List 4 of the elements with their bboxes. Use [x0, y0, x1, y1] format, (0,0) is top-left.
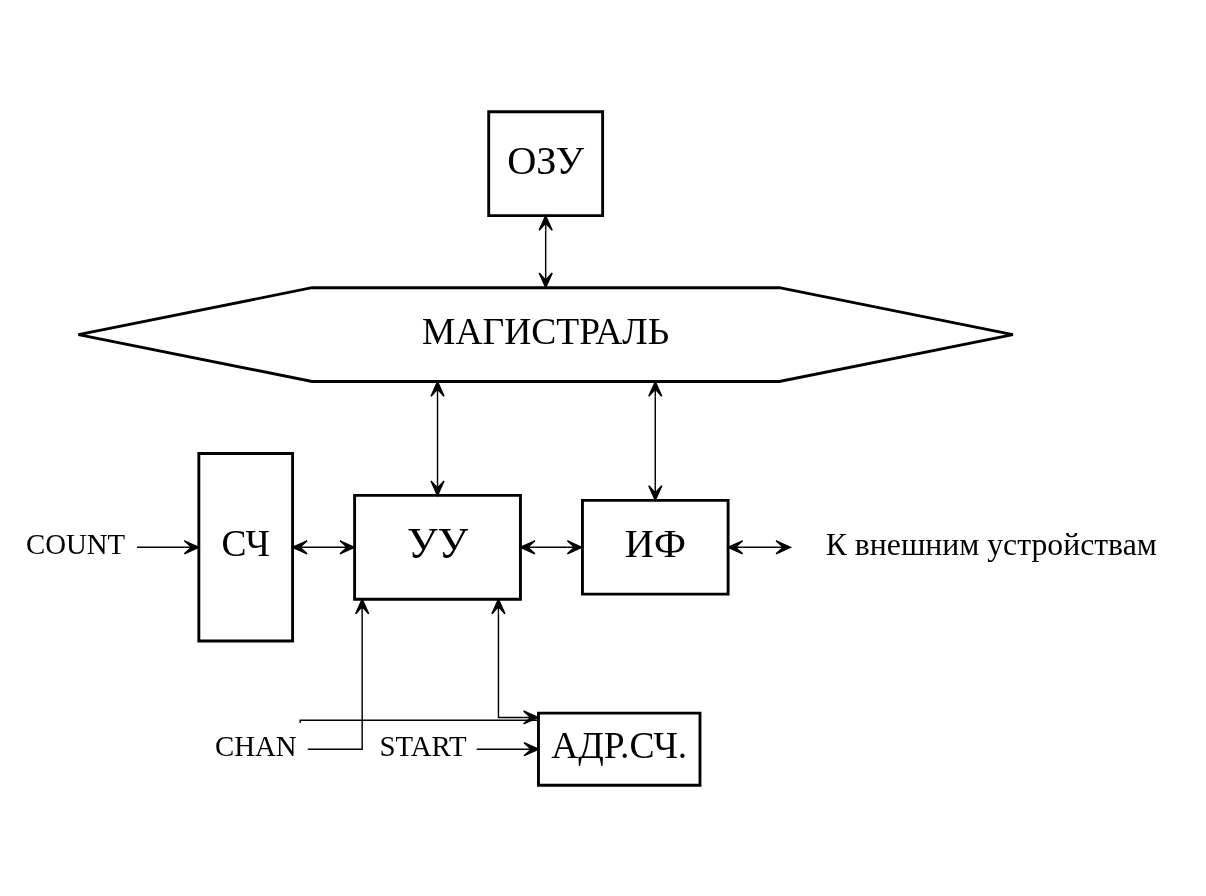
- node-text: COUNT: [25, 527, 126, 560]
- node-text: CHAN: [214, 729, 297, 762]
- node-text: START: [379, 729, 467, 762]
- node-text: К внешним устройствам: [825, 526, 1157, 562]
